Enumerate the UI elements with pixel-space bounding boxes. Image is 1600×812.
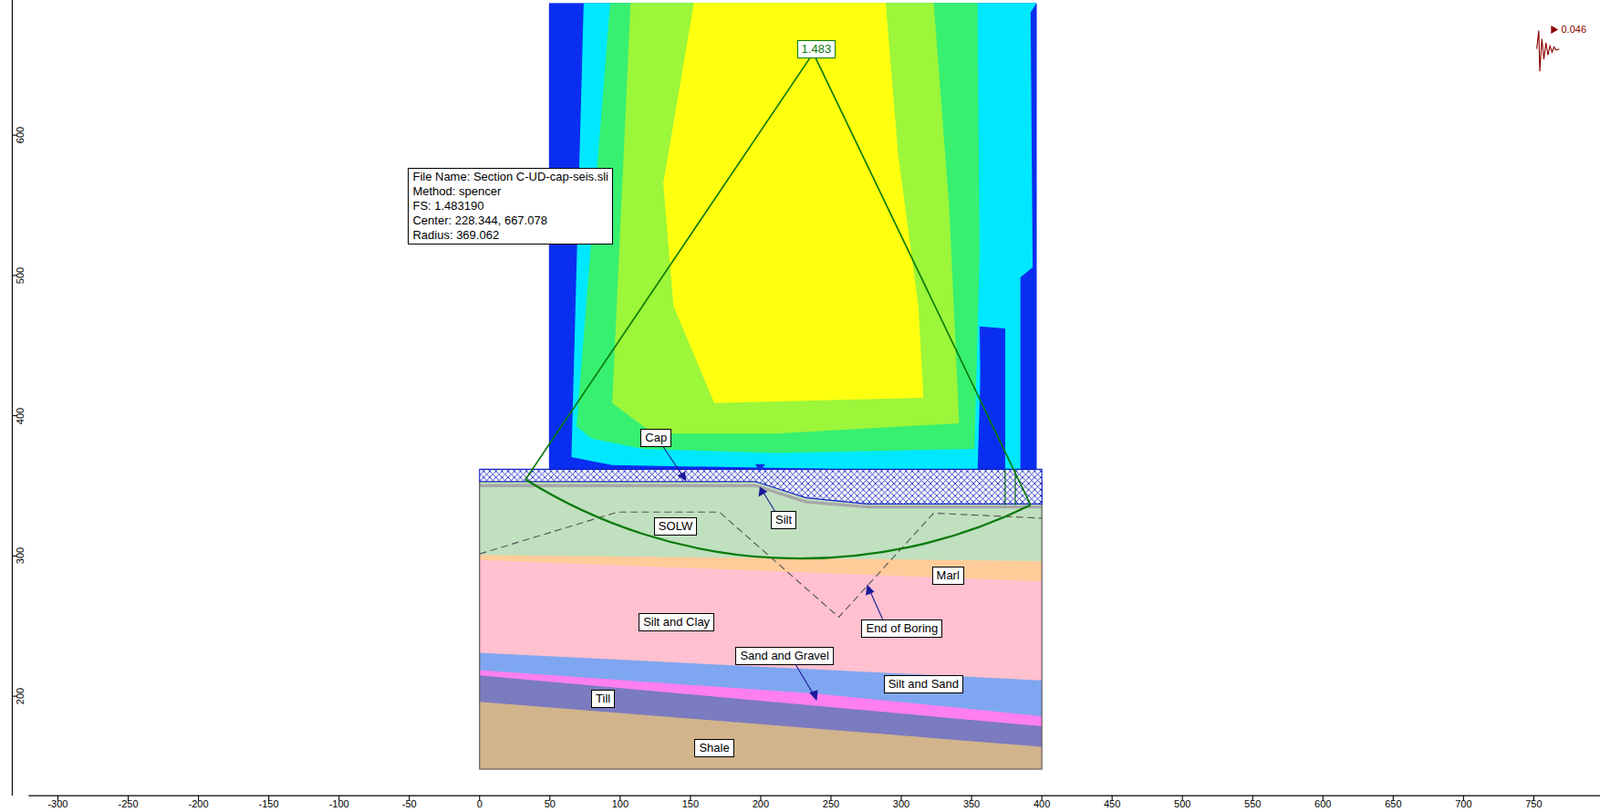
- layer-label: Till: [591, 689, 615, 708]
- contour-base: [549, 2, 1038, 471]
- x-tick-label: 150: [682, 798, 699, 810]
- x-tick-label: 700: [1454, 798, 1472, 810]
- node-text: Center: 228.344, 667.078: [412, 213, 609, 229]
- seismic-symbol: [1537, 31, 1560, 73]
- y-tick-label: 200: [14, 687, 26, 705]
- x-tick-label: -250: [118, 798, 139, 810]
- node-text: Cap: [644, 430, 667, 446]
- layer-label: Silt: [770, 510, 797, 530]
- silt-sand-layer: [479, 481, 1042, 717]
- x-tick-label: -150: [259, 798, 280, 810]
- major-ticks: [11, 135, 1534, 801]
- layer-label: Silt and Clay: [638, 612, 715, 632]
- node-text: Till: [595, 691, 611, 707]
- sand-gravel-layer: [479, 481, 1042, 727]
- info-box: File Name: Section C-UD-cap-seis.sliMeth…: [407, 167, 613, 245]
- node-text: Radius: 369.062: [412, 228, 609, 243]
- node-text: Shale: [698, 740, 729, 756]
- x-tick-label: 550: [1244, 798, 1261, 810]
- node-text: Silt: [775, 512, 792, 528]
- boring-line: [479, 511, 1042, 617]
- x-tick-label: 650: [1384, 798, 1402, 810]
- x-tick-label: -200: [188, 798, 209, 810]
- node-text: Silt and Clay: [643, 614, 710, 630]
- layer-label: Marl: [932, 566, 965, 585]
- node-text: End of Boring: [865, 621, 938, 636]
- cap-layer: [479, 468, 1042, 504]
- node-text: Sand and Gravel: [739, 648, 830, 664]
- layer-label: Silt and Sand: [883, 675, 964, 694]
- x-tick-label: -50: [402, 798, 417, 810]
- radius-line: [813, 52, 1031, 505]
- node-text: Method: spencer: [412, 184, 609, 199]
- node-text: SOLW: [658, 519, 693, 534]
- contour-green: [576, 2, 980, 453]
- y-tick-label: 600: [14, 126, 26, 144]
- node-text: 1.483: [801, 41, 832, 57]
- x-tick-label: 200: [752, 798, 769, 810]
- water-marker: [755, 464, 766, 472]
- x-tick-label: -300: [47, 798, 68, 810]
- till-layer: [479, 481, 1042, 748]
- x-tick-label: 50: [544, 798, 556, 810]
- layer-label: Shale: [694, 738, 734, 758]
- silt-clay-layer: [479, 481, 1042, 681]
- slip-surface: [525, 479, 1031, 560]
- layer-label: Cap: [640, 428, 672, 447]
- layer-label: SOLW: [654, 517, 697, 536]
- y-axis: [11, 0, 13, 796]
- seismic-arrow: [1550, 25, 1559, 34]
- contour-lightgreen: [612, 2, 959, 434]
- node-text: File Name: Section C-UD-cap-seis.sli: [412, 169, 609, 185]
- x-tick-label: 100: [612, 798, 629, 810]
- layer-label: Sand and Gravel: [735, 646, 834, 665]
- x-tick-label: 250: [822, 798, 840, 810]
- radius-line: [525, 52, 813, 479]
- x-tick-label: 500: [1174, 798, 1191, 810]
- x-tick-label: 450: [1103, 798, 1121, 810]
- x-tick-label: 300: [893, 798, 910, 810]
- x-tick-label: 600: [1314, 798, 1331, 810]
- contour-cyan: [571, 2, 1037, 479]
- boring-label: End of Boring: [861, 619, 943, 638]
- y-tick-label: 400: [14, 406, 26, 424]
- node-text: FS: 1.483190: [412, 198, 609, 214]
- node-text: Silt and Sand: [888, 676, 959, 692]
- slice-line: [1004, 468, 1006, 505]
- y-tick-label: 500: [14, 267, 26, 284]
- x-tick-label: -100: [329, 798, 350, 810]
- node-text: Marl: [936, 568, 960, 583]
- leader-lines: [663, 446, 884, 700]
- x-tick-label: 350: [963, 798, 980, 810]
- y-tick-label: 300: [14, 547, 26, 564]
- x-tick-label: 0: [477, 798, 483, 810]
- x-tick-label: 750: [1525, 798, 1542, 810]
- x-tick-label: 400: [1033, 798, 1050, 810]
- seismic-value: 0.046: [1560, 23, 1587, 35]
- fs-label: 1.483: [797, 40, 837, 59]
- contour-yellow: [663, 2, 924, 403]
- model-boundary: [479, 481, 1042, 769]
- shale-layer: [479, 481, 1042, 769]
